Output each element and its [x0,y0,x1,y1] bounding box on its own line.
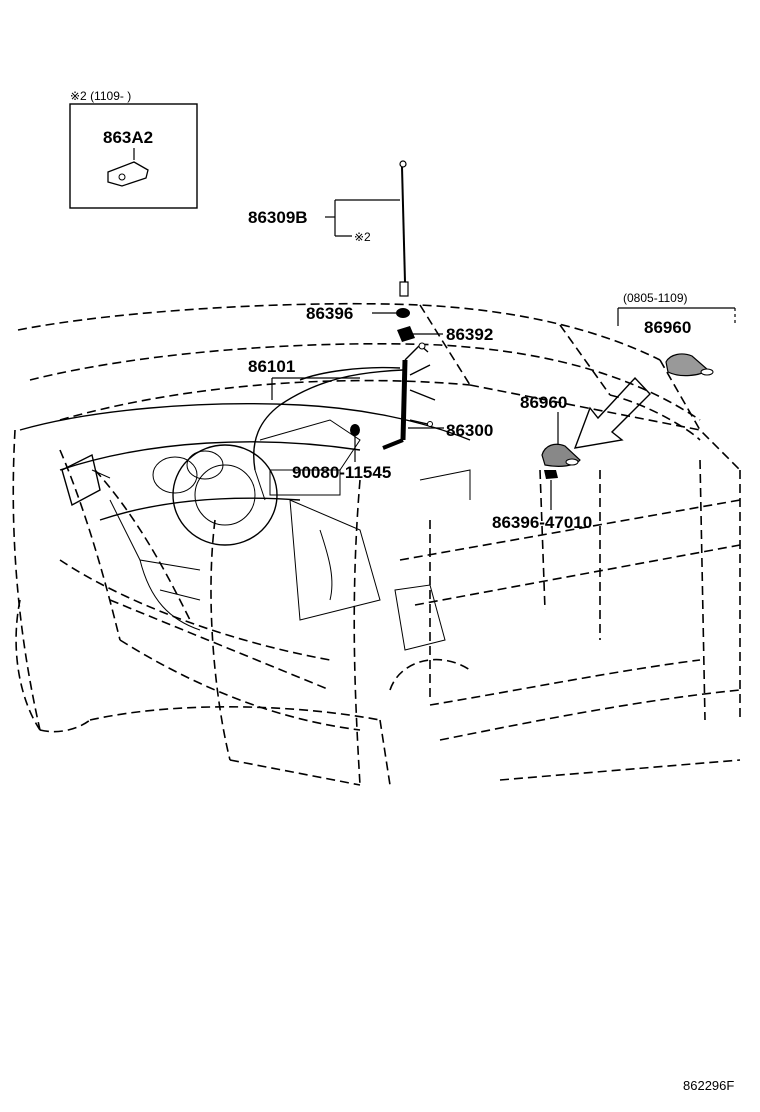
side-mirror [61,453,111,507]
leader-lines [271,199,736,510]
roof-location-arrow [573,376,651,449]
part-label-86101: 86101 [248,357,295,376]
inset-863a2: ※2 (1109- ) 863A2 [69,89,198,209]
diagram-code: 862296F [683,1078,734,1093]
part-label-863a2: 863A2 [103,128,153,147]
inset-86960-header: (0805-1109) [623,291,688,305]
inset-note-header: ※2 (1109- ) [70,89,131,103]
part-label-86392: 86392 [446,325,493,344]
antenna-rod [399,160,409,297]
part-label-86300: 86300 [446,421,493,440]
part-label-86396: 86396 [306,304,353,323]
part-label-86396-47010: 86396-47010 [492,513,592,532]
part-label-90080-11545: 90080-11545 [292,463,391,482]
bracket-863a2-icon [107,161,149,187]
clip [350,424,360,448]
part-label-86309b: 86309B [248,208,308,227]
antenna-base-nut [544,470,558,479]
note-2-label: ※2 [354,230,371,244]
antenna-nut [396,308,410,318]
part-label-86960-inset: 86960 [644,318,691,337]
vehicle-outline [12,302,741,786]
antenna-cord-assy [382,342,436,450]
part-label-86960-main: 86960 [520,393,567,412]
inset-86960: (0805-1109) [623,291,714,377]
antenna-base [541,443,581,467]
antenna-pad [397,326,415,342]
dashboard-interior [19,403,471,651]
